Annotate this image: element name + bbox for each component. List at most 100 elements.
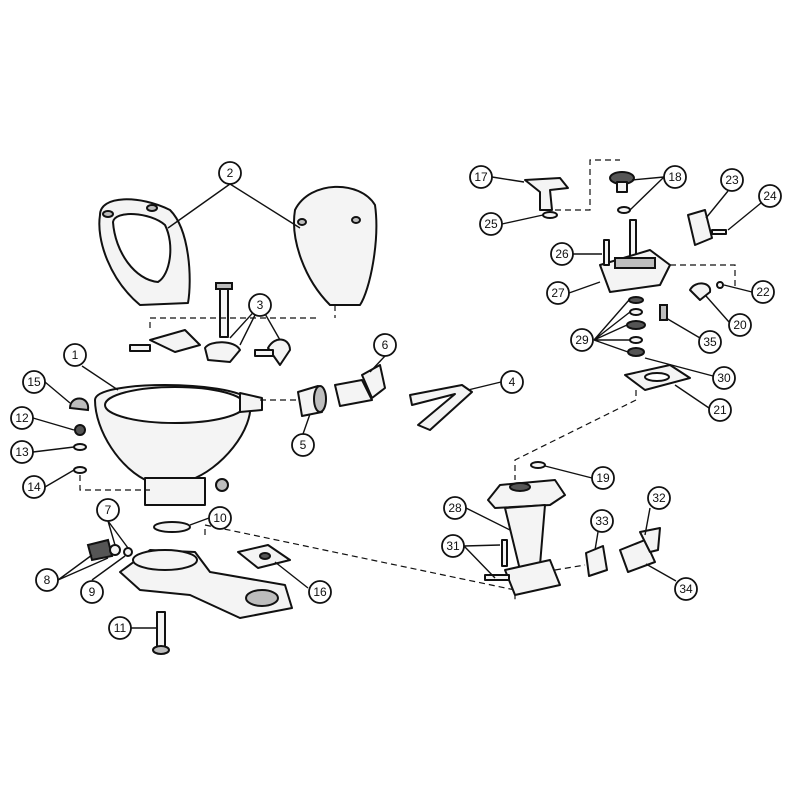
callout-25: 25 xyxy=(479,212,503,236)
callout-28: 28 xyxy=(443,496,467,520)
callout-21: 21 xyxy=(708,398,732,422)
callout-number: 6 xyxy=(382,338,389,352)
callout-circle xyxy=(208,506,232,530)
callout-number: 35 xyxy=(703,335,717,349)
seat-hinge-assembly xyxy=(129,282,291,366)
washer xyxy=(73,443,87,451)
callout-circle xyxy=(10,406,34,430)
callout-circle xyxy=(373,333,397,357)
callout-circle xyxy=(698,330,722,354)
flap-valve xyxy=(237,544,291,569)
callout-16: 16 xyxy=(308,580,332,604)
callout-number: 7 xyxy=(105,503,112,517)
callout-circle xyxy=(708,398,732,422)
callout-circle xyxy=(22,370,46,394)
callout-circle xyxy=(63,343,87,367)
callout-number: 28 xyxy=(448,501,462,515)
callout-24: 24 xyxy=(758,184,782,208)
callout-circle xyxy=(248,293,272,317)
callout-circle xyxy=(10,440,34,464)
callout-number: 26 xyxy=(555,247,569,261)
callout-number: 32 xyxy=(652,491,666,505)
callout-32: 32 xyxy=(647,486,671,510)
callout-10: 10 xyxy=(208,506,232,530)
outlet-elbow xyxy=(619,527,661,573)
callout-circle xyxy=(546,281,570,305)
callout-circle xyxy=(479,212,503,236)
washer-lower xyxy=(73,466,87,474)
callout-circle xyxy=(674,577,698,601)
callout-number: 2 xyxy=(227,166,234,180)
spring xyxy=(659,304,668,321)
callout-number: 30 xyxy=(717,371,731,385)
piston-seals xyxy=(626,296,646,357)
callout-circle xyxy=(469,165,493,189)
callout-15: 15 xyxy=(22,370,46,394)
callout-number: 14 xyxy=(27,480,41,494)
nut xyxy=(74,424,86,436)
callout-1: 1 xyxy=(63,343,87,367)
callout-number: 20 xyxy=(733,318,747,332)
callout-number: 24 xyxy=(763,189,777,203)
callout-11: 11 xyxy=(108,616,132,640)
pump-base xyxy=(119,549,293,619)
callout-circle xyxy=(108,616,132,640)
callout-circle xyxy=(22,475,46,499)
callout-23: 23 xyxy=(720,168,744,192)
callout-number: 23 xyxy=(725,173,739,187)
callout-number: 29 xyxy=(575,333,589,347)
callout-number: 11 xyxy=(114,621,127,635)
toilet-lid xyxy=(293,185,378,306)
callout-number: 9 xyxy=(89,585,96,599)
callout-6: 6 xyxy=(373,333,397,357)
callout-number: 18 xyxy=(668,170,682,184)
toilet-seat xyxy=(98,198,191,306)
callout-circle xyxy=(441,534,465,558)
callout-12: 12 xyxy=(10,406,34,430)
base-bolt xyxy=(152,611,170,655)
callout-number: 27 xyxy=(551,286,565,300)
callout-number: 17 xyxy=(474,170,488,184)
callout-14: 14 xyxy=(22,475,46,499)
callout-number: 3 xyxy=(257,298,264,312)
callout-circle xyxy=(500,370,524,394)
callout-number: 13 xyxy=(15,445,29,459)
callout-26: 26 xyxy=(550,242,574,266)
outlet-nut xyxy=(585,545,608,577)
callout-circle xyxy=(591,466,615,490)
callout-3: 3 xyxy=(248,293,272,317)
callout-5: 5 xyxy=(291,433,315,457)
hinge-cap xyxy=(68,397,90,412)
pump-cover xyxy=(599,249,671,293)
callout-circle xyxy=(443,496,467,520)
callout-circle xyxy=(80,580,104,604)
callout-27: 27 xyxy=(546,281,570,305)
callout-circle xyxy=(663,165,687,189)
callout-number: 8 xyxy=(44,573,51,587)
callout-circle xyxy=(96,498,120,522)
toilet-bowl xyxy=(94,384,263,506)
callout-7: 7 xyxy=(96,498,120,522)
callout-circle xyxy=(35,568,59,592)
valve-bolts xyxy=(86,538,133,562)
base-gasket xyxy=(153,521,191,533)
callout-circle xyxy=(647,486,671,510)
callout-13: 13 xyxy=(10,440,34,464)
inlet-connector xyxy=(297,385,327,417)
callout-number: 25 xyxy=(484,217,498,231)
callout-number: 1 xyxy=(72,348,79,362)
callout-circle xyxy=(758,184,782,208)
callout-circle xyxy=(291,433,315,457)
callout-number: 12 xyxy=(15,411,29,425)
callout-35: 35 xyxy=(698,330,722,354)
callout-number: 34 xyxy=(679,582,693,596)
callout-34: 34 xyxy=(674,577,698,601)
callout-number: 19 xyxy=(596,471,610,485)
callout-circle xyxy=(308,580,332,604)
callout-number: 22 xyxy=(756,285,770,299)
callout-8: 8 xyxy=(35,568,59,592)
callout-circle xyxy=(550,242,574,266)
callout-number: 21 xyxy=(713,403,727,417)
callout-circle xyxy=(728,313,752,337)
